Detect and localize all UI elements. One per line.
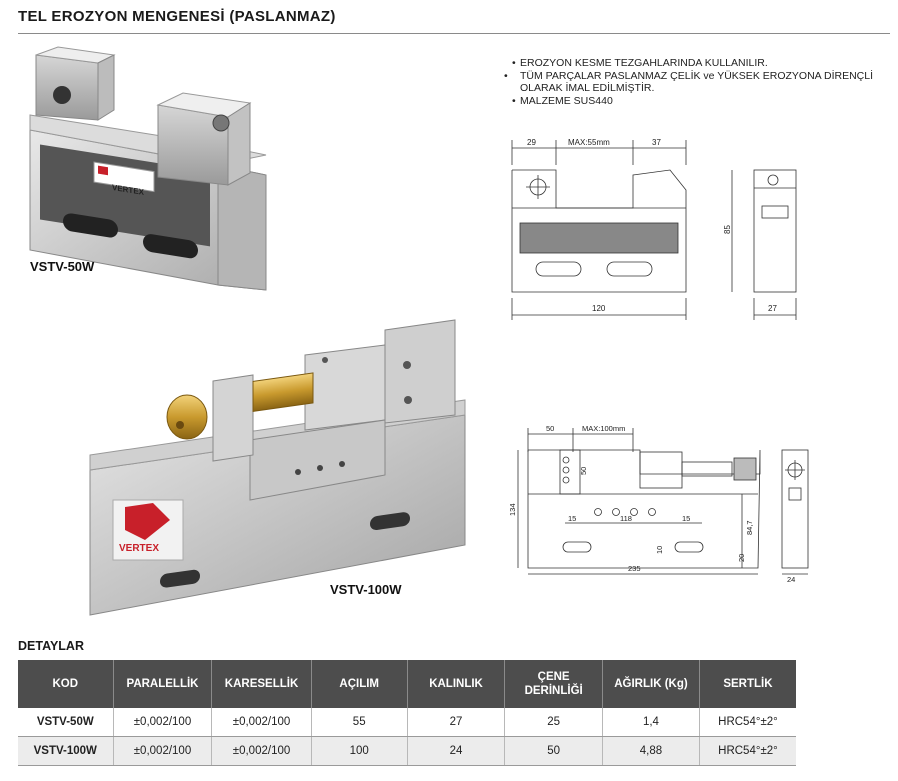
- feature-item: •EROZYON KESME TEZGAHLARINDA KULLANILIR.: [512, 57, 768, 69]
- product-caption-small: VSTV-50W: [30, 259, 95, 274]
- dim-hole-left: 15: [568, 514, 576, 523]
- col-header: KOD: [18, 660, 114, 708]
- col-header: SERTLİK: [698, 660, 796, 708]
- dim-hole-span: 118: [620, 514, 632, 523]
- details-table: KOD PARALELLİK KARESELLİK AÇILIM KALINLI…: [18, 660, 796, 766]
- table-cell: 100: [310, 736, 408, 766]
- table-cell: ±0,002/100: [112, 736, 212, 766]
- col-header: ÇENE DERİNLİĞİ: [504, 660, 603, 708]
- dim-jaw: 50: [579, 467, 588, 475]
- feature-item: •MALZEME SUS440: [512, 94, 613, 107]
- table-cell: HRC54°±2°: [698, 708, 796, 737]
- dim-slot-height: 10: [655, 546, 664, 554]
- product-caption-large: VSTV-100W: [330, 582, 402, 597]
- table-cell: 25: [504, 708, 603, 737]
- dim-top-right: 37: [652, 138, 661, 147]
- table-cell: 24: [406, 736, 505, 766]
- title-divider: [18, 33, 890, 34]
- table-cell: 1,4: [602, 708, 700, 737]
- feature-item: •TÜM PARÇALAR PASLANMAZ ÇELİK ve YÜKSEK …: [504, 69, 874, 95]
- table-cell: 27: [406, 708, 505, 737]
- dim-bottom-height: 20: [737, 554, 746, 562]
- table-row: VSTV-100W ±0,002/100 ±0,002/100 100 24 5…: [18, 736, 796, 766]
- details-heading: DETAYLAR: [18, 639, 84, 653]
- dim-side-width: 24: [787, 575, 795, 584]
- dim-height: 85: [723, 225, 732, 234]
- dim-hole-right: 15: [682, 514, 690, 523]
- dim-top-left: 29: [527, 138, 536, 147]
- vstv-50w-photo: VERTEX: [29, 46, 267, 291]
- vstv-100w-photo: VERTEX: [89, 319, 466, 616]
- dim-top-left: 50: [546, 424, 554, 433]
- photo-brand-label: VERTEX: [119, 543, 159, 554]
- table-cell: ±0,002/100: [211, 708, 312, 737]
- table-cell: VSTV-50W: [18, 708, 114, 737]
- table-cell: 4,88: [602, 736, 700, 766]
- dim-top-opening: MAX:100mm: [582, 424, 625, 433]
- dim-side-width: 27: [768, 304, 777, 313]
- col-header: PARALELLİK: [112, 660, 212, 708]
- dim-total-height: 134: [508, 503, 517, 516]
- col-header: KALINLIK: [406, 660, 505, 708]
- feature-list: •EROZYON KESME TEZGAHLARINDA KULLANILIR.…: [504, 57, 892, 107]
- drawing-vstv-100w: 50 MAX:100mm 50 15 118 15 10 134 84,7 20…: [508, 424, 809, 584]
- table-cell: VSTV-100W: [18, 736, 114, 766]
- dim-top-opening: MAX:55mm: [568, 138, 610, 147]
- table-cell: ±0,002/100: [211, 736, 312, 766]
- table-cell: HRC54°±2°: [698, 736, 796, 766]
- table-cell: 55: [310, 708, 408, 737]
- table-cell: ±0,002/100: [112, 708, 212, 737]
- table-cell: 50: [504, 736, 603, 766]
- dim-width: 120: [592, 304, 606, 313]
- drawing-vstv-50w: 29 MAX:55mm 37 120 85 27: [511, 138, 797, 320]
- table-row: VSTV-50W ±0,002/100 ±0,002/100 55 27 25 …: [18, 708, 796, 737]
- dim-width: 235: [628, 564, 641, 573]
- table-header-row: KOD PARALELLİK KARESELLİK AÇILIM KALINLI…: [18, 660, 796, 708]
- col-header: AĞIRLIK (Kg): [602, 660, 700, 708]
- col-header: AÇILIM: [310, 660, 408, 708]
- col-header: KARESELLİK: [211, 660, 312, 708]
- dim-right-height: 84,7: [745, 520, 754, 535]
- page-title: TEL EROZYON MENGENESİ (PASLANMAZ): [18, 8, 336, 25]
